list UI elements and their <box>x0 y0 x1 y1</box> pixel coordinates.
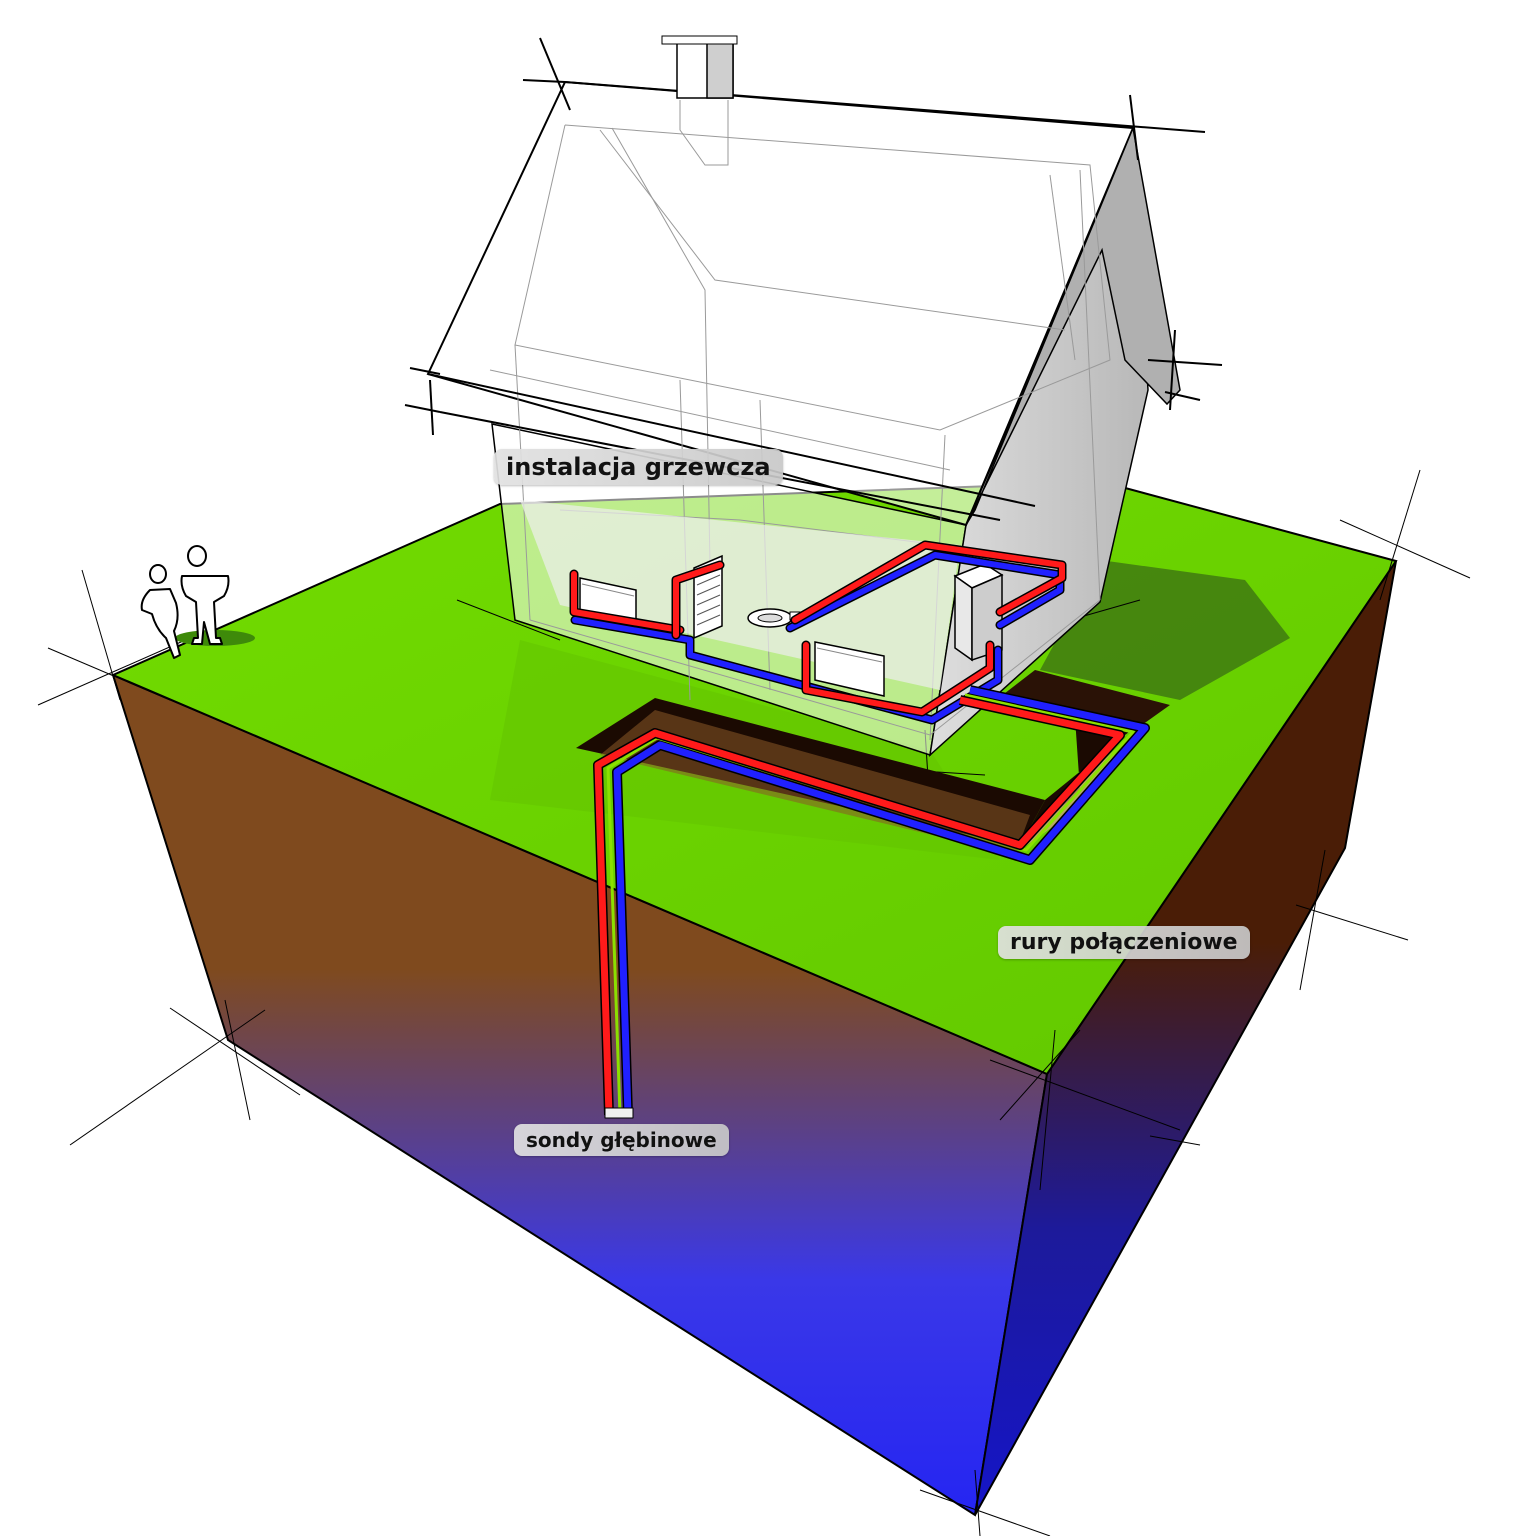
indoor-hot-pipes <box>569 540 1067 717</box>
label-depth-probes: sondy głębinowe <box>514 1124 729 1156</box>
house-shadow <box>1040 560 1290 700</box>
roof-gable-edge <box>965 125 1181 526</box>
label-connecting-pipes: rury połączeniowe <box>998 926 1250 959</box>
connecting-pipes <box>593 685 1150 1119</box>
chimney <box>661 35 738 166</box>
room-floor <box>520 500 960 690</box>
heat-pump-unit-icon <box>953 563 1004 662</box>
people-silhouettes-icon <box>140 545 255 659</box>
construction-lines <box>37 469 1471 1536</box>
label-heating-installation: instalacja grzewcza <box>494 449 783 485</box>
heating-installation <box>569 540 1067 725</box>
towel-radiator-icon <box>693 554 723 640</box>
radiator-right-icon <box>814 641 885 697</box>
